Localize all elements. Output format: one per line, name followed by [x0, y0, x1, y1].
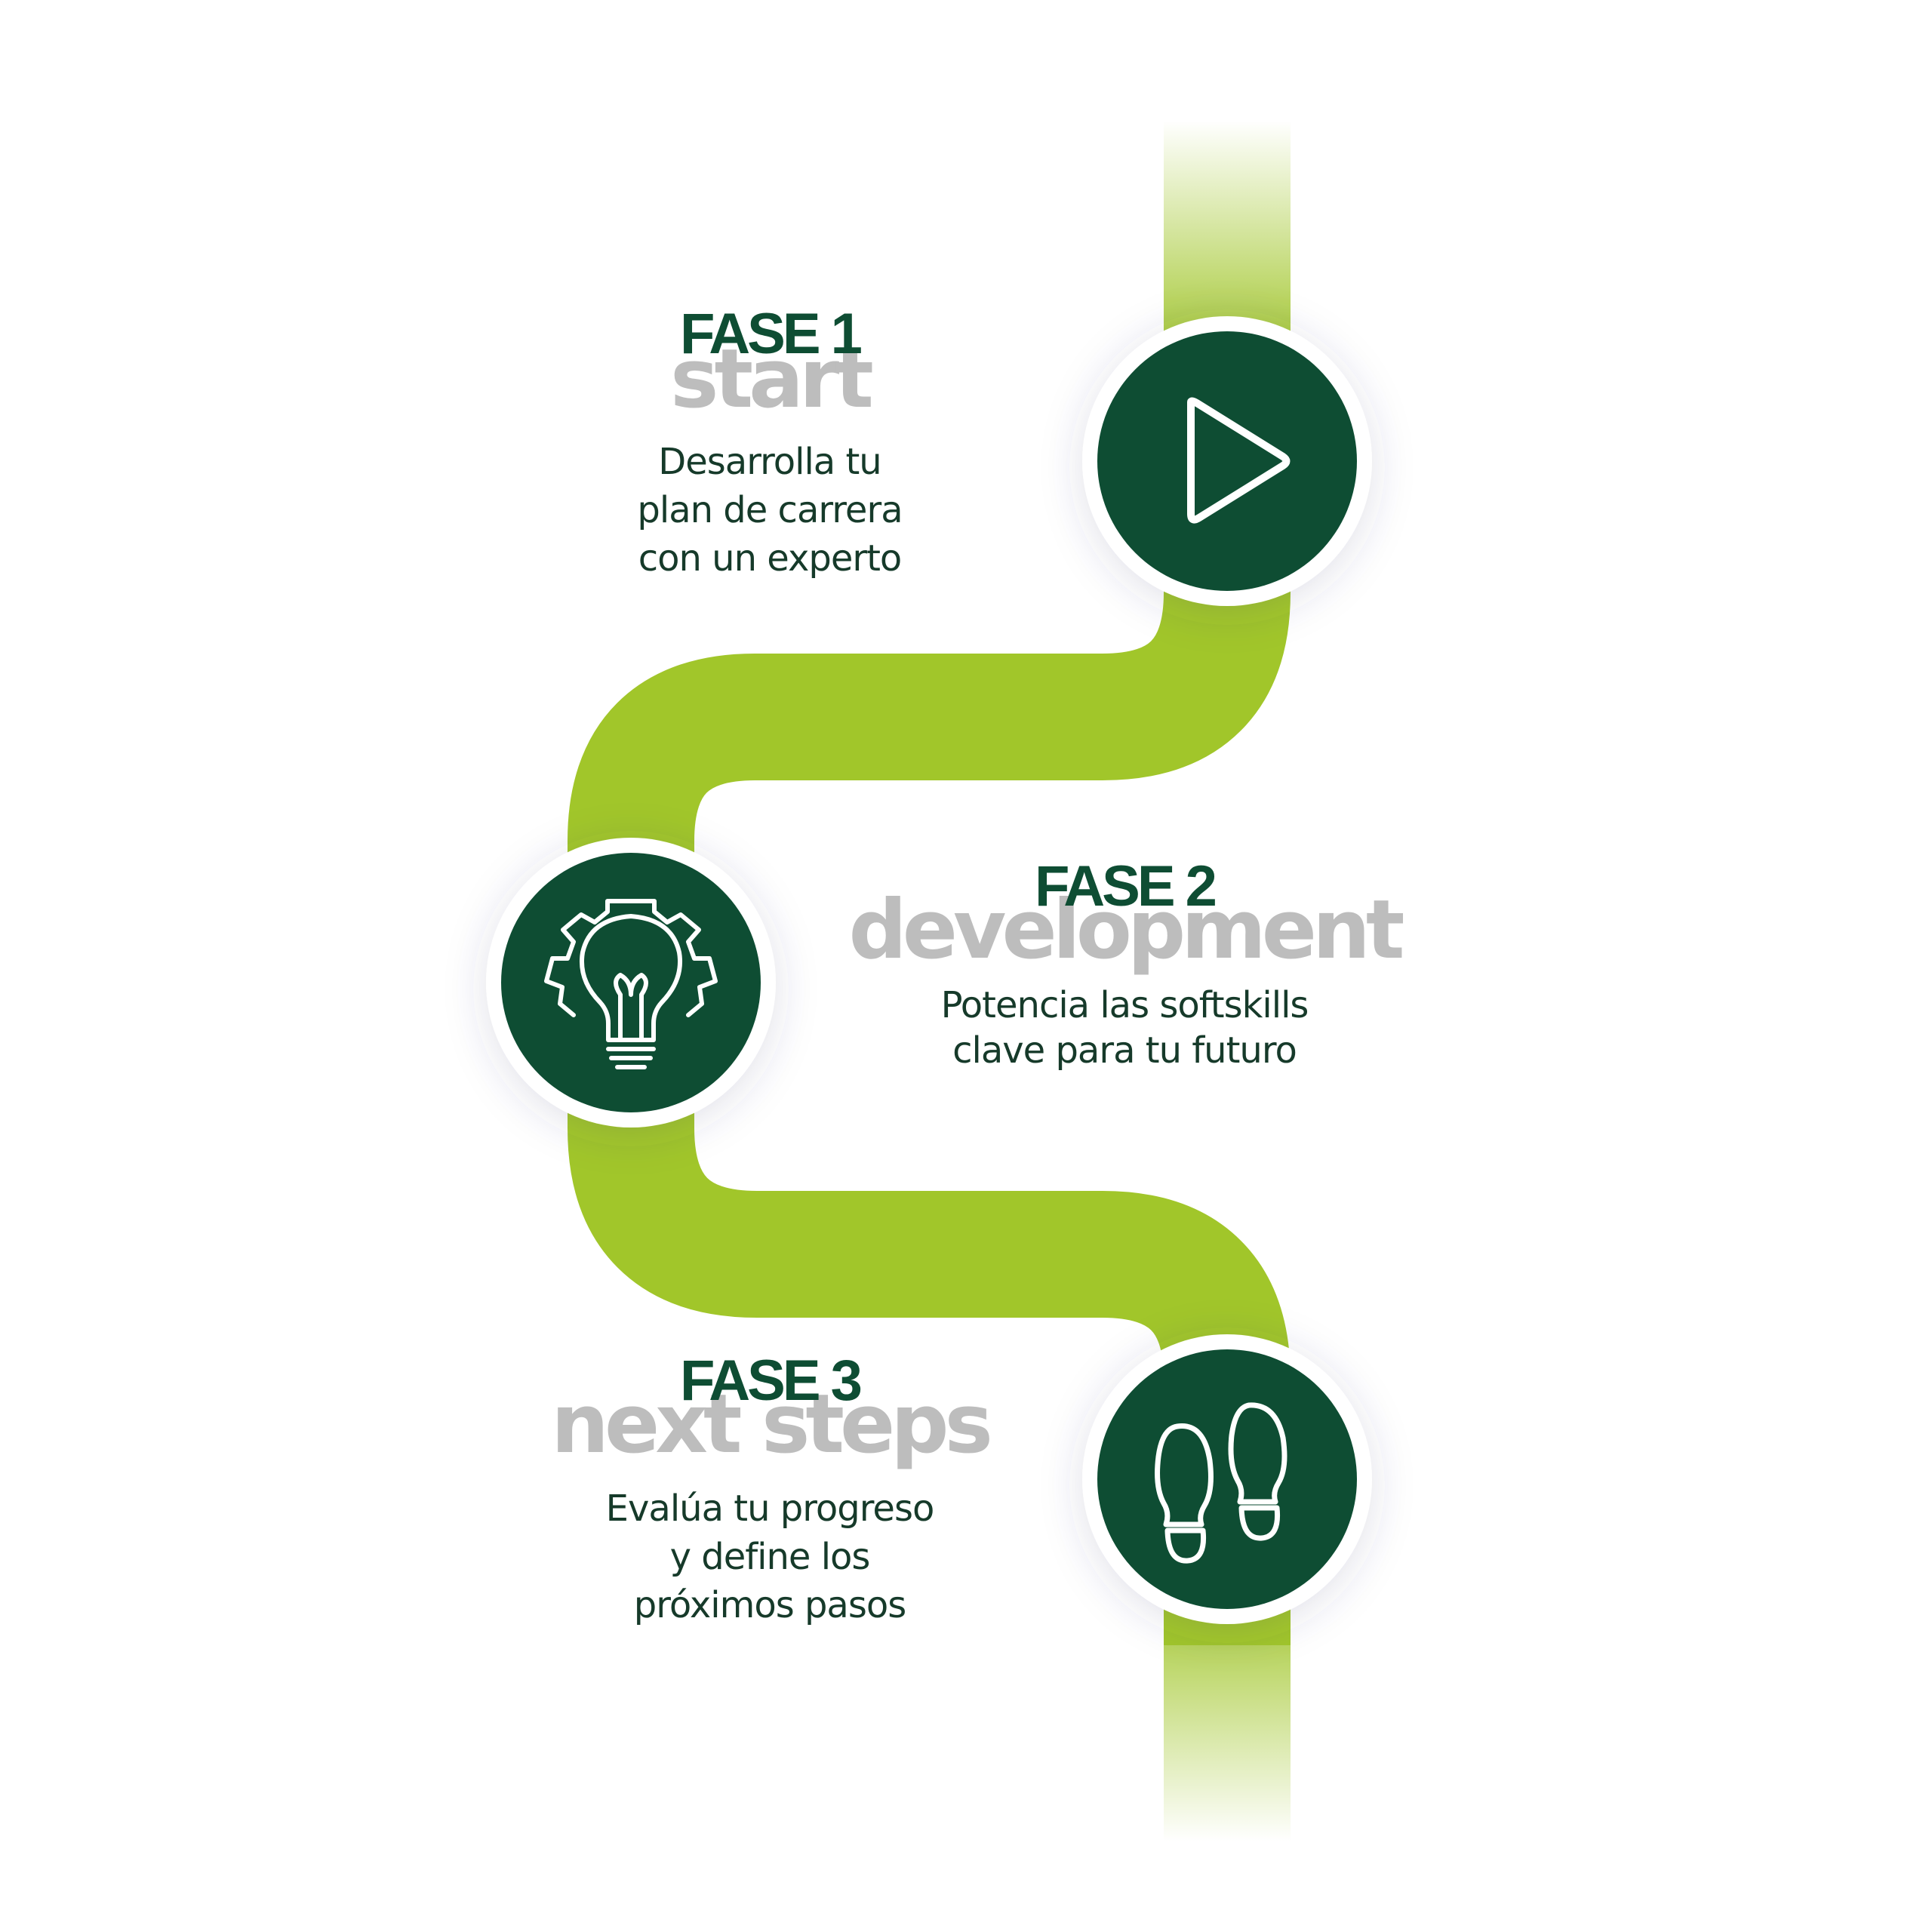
description-line: Evalúa tu progreso — [605, 1487, 935, 1530]
phase-1-label: FASE 1 — [680, 302, 863, 366]
description-line: plan de carrera — [637, 489, 903, 531]
footprints-icon — [1155, 1402, 1287, 1564]
phase-1-node — [1082, 316, 1372, 606]
phase-3-text: FASE 3 next steps Evalúa tu progreso y d… — [468, 1352, 1072, 1639]
phase-1-text: FASE 1 start Desarrolla tu plan de carre… — [543, 306, 996, 592]
phase-3-node — [1082, 1334, 1372, 1624]
description-line: próximos pasos — [633, 1584, 906, 1626]
description-line: clave para tu futuro — [952, 1029, 1297, 1072]
phase-2-label: FASE 2 — [1035, 854, 1217, 918]
phase-3-description: Evalúa tu progreso y define los próximos… — [468, 1484, 1072, 1629]
description-line: Desarrolla tu — [658, 441, 881, 483]
phase-2-node — [486, 838, 776, 1128]
phase-3-label: FASE 3 — [680, 1349, 863, 1413]
phase-2-text: FASE 2 development Potencia las softskil… — [830, 858, 1419, 1107]
description-line: con un experto — [638, 537, 903, 580]
phase-1-description: Desarrolla tu plan de carrera con un exp… — [543, 438, 996, 583]
path-fade-bottom — [1164, 1585, 1291, 1841]
play-icon — [1187, 397, 1291, 524]
phase-1-name: start — [670, 332, 874, 426]
phase-3-name: next steps — [551, 1377, 993, 1472]
phase-2-name: development — [848, 883, 1404, 977]
description-line: Potencia las softskills — [940, 984, 1309, 1026]
description-line: y define los — [669, 1536, 871, 1578]
lightbulb-gear-icon — [544, 899, 718, 1069]
phase-2-description: Potencia las softskills clave para tu fu… — [830, 983, 1419, 1073]
